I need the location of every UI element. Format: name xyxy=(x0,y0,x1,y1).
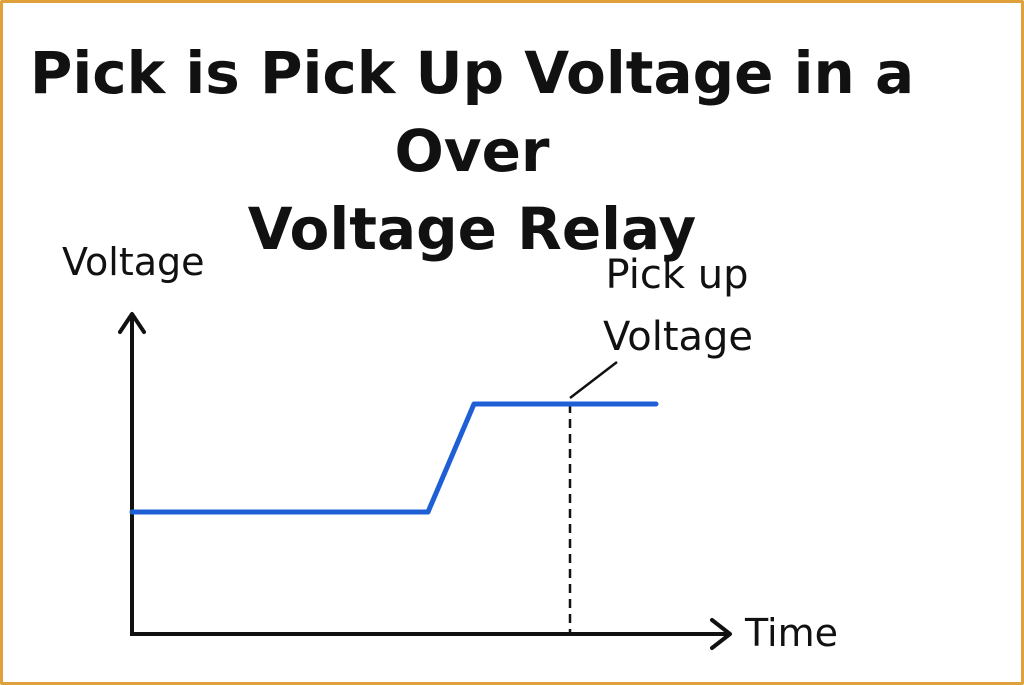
title-line-2: Voltage Relay xyxy=(247,195,697,263)
x-axis-label: Time xyxy=(744,611,838,655)
title-line-1: Pick is Pick Up Voltage in a Over xyxy=(29,39,915,185)
y-axis-arrowhead xyxy=(118,312,146,334)
annotation-leader-line xyxy=(569,361,618,399)
annotation-line-1: Pick up xyxy=(606,252,749,298)
voltage-signal-line xyxy=(129,401,659,515)
y-axis-label: Voltage xyxy=(62,240,205,284)
x-axis-arrowhead xyxy=(710,618,732,650)
annotation-line-2: Voltage xyxy=(603,314,753,360)
diagram-title: Pick is Pick Up Voltage in a Over Voltag… xyxy=(0,34,944,268)
